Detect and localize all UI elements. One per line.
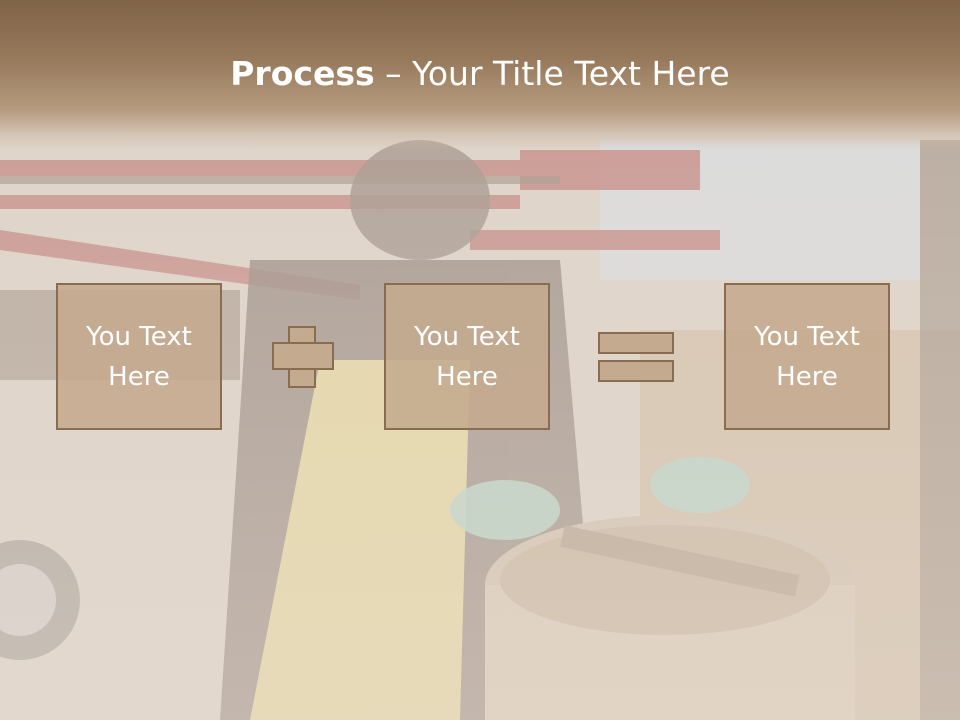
process-box-3-text: You Text Here	[754, 321, 860, 392]
slide-title[interactable]: Process – Your Title Text Here	[0, 52, 960, 96]
process-box-2[interactable]: You Text Here	[384, 283, 550, 430]
process-box-1[interactable]: You Text Here	[56, 283, 222, 430]
equals-icon-top-bar	[598, 332, 674, 354]
process-box-1-text: You Text Here	[86, 321, 192, 392]
title-band	[0, 0, 960, 150]
title-rest: – Your Title Text Here	[374, 54, 730, 93]
title-strong: Process	[230, 54, 375, 93]
process-box-3[interactable]: You Text Here	[724, 283, 890, 430]
plus-icon-core	[290, 344, 314, 368]
process-box-2-text: You Text Here	[414, 321, 520, 392]
equals-icon-bottom-bar	[598, 360, 674, 382]
